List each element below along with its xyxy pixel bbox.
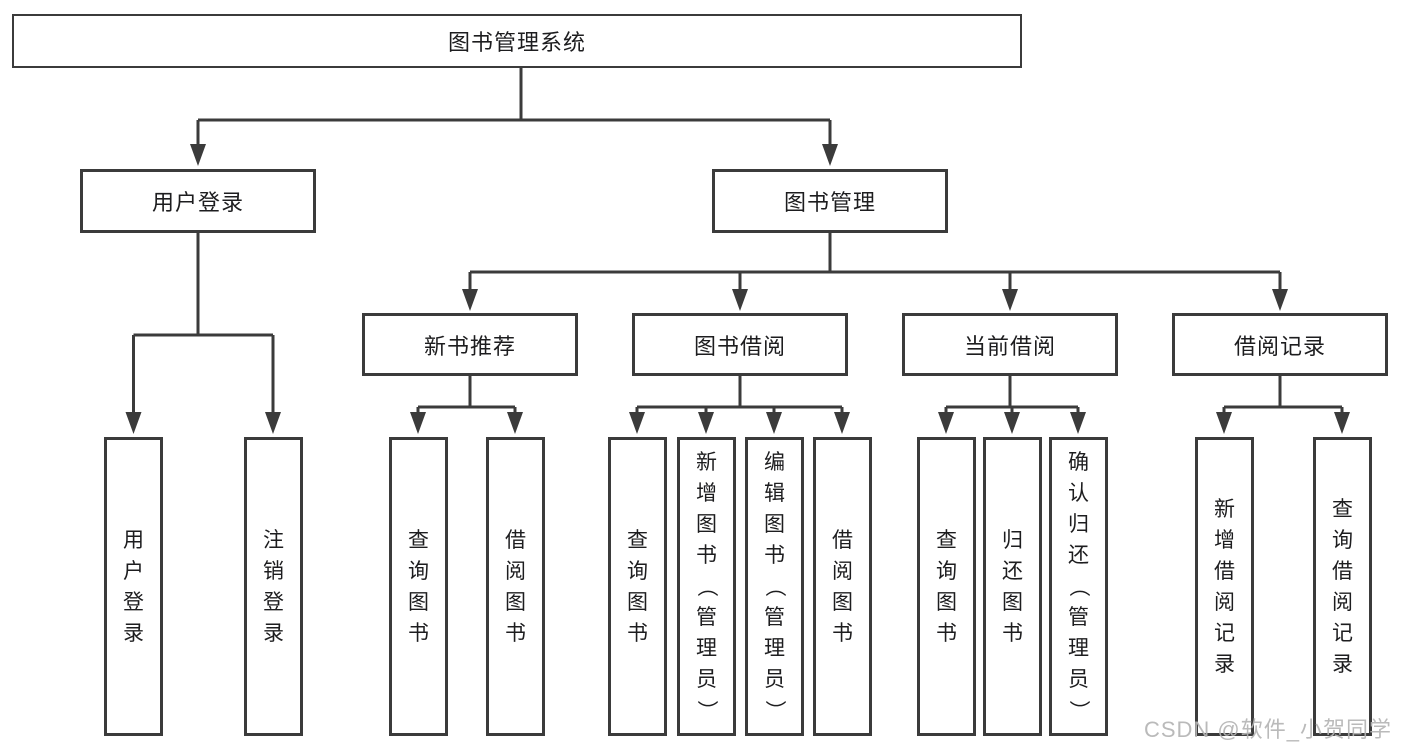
connector-new-books-fork	[416, 376, 517, 414]
node-label: 查询图书	[627, 528, 648, 645]
node-user-login-leaf: 用户登录	[104, 437, 163, 736]
node-logout-leaf: 注销登录	[244, 437, 303, 736]
node-label: 图书管理	[783, 190, 876, 215]
arrowheads-level3	[462, 289, 1288, 311]
connector-user-login-fork	[132, 233, 275, 414]
node-query-borrow-record: 查询借阅记录	[1313, 437, 1372, 736]
arrowheads-leaves	[125, 412, 1350, 434]
connector-book-borrow-fork	[635, 376, 844, 414]
node-label: 图书管理系统	[447, 30, 586, 55]
node-book-management-branch: 图书管理	[712, 169, 948, 233]
node-query-books-2: 查询图书	[608, 437, 667, 736]
node-label: 借阅图书	[832, 528, 853, 645]
node-library-management-system: 图书管理系统	[12, 14, 1022, 68]
node-label: 新书推荐	[423, 333, 516, 359]
node-label: 确认归还（管理员）	[1067, 451, 1090, 721]
node-confirm-return-admin: 确认归还（管理员）	[1049, 437, 1108, 736]
csdn-watermark: CSDN @软件_小贺同学	[1143, 717, 1392, 742]
node-new-book-recommend: 新书推荐	[362, 313, 578, 376]
node-edit-book-admin: 编辑图书（管理员）	[745, 437, 804, 736]
node-label: 新增借阅记录	[1214, 497, 1235, 676]
node-label: 查询图书	[936, 528, 957, 645]
node-borrow-books-1: 借阅图书	[486, 437, 545, 736]
node-query-books-1: 查询图书	[389, 437, 448, 736]
node-current-borrowing: 当前借阅	[902, 313, 1118, 376]
node-label: 借阅记录	[1233, 333, 1326, 359]
node-add-borrow-record: 新增借阅记录	[1195, 437, 1254, 736]
node-label: 新增图书（管理员）	[695, 451, 718, 721]
connector-root-stem	[196, 68, 832, 147]
node-borrowing-records: 借阅记录	[1172, 313, 1388, 376]
connector-borrow-records-fork	[1222, 376, 1344, 414]
node-label: 查询图书	[408, 528, 429, 645]
node-label: 用户登录	[151, 190, 244, 215]
node-label: 注销登录	[263, 528, 284, 645]
node-borrow-books-2: 借阅图书	[813, 437, 872, 736]
node-book-borrowing: 图书借阅	[632, 313, 848, 376]
node-label: 查询借阅记录	[1332, 497, 1353, 676]
node-return-book: 归还图书	[983, 437, 1042, 736]
node-label: 归还图书	[1002, 528, 1023, 645]
arrowheads-level2	[190, 144, 838, 166]
node-add-book-admin: 新增图书（管理员）	[677, 437, 736, 736]
node-label: 借阅图书	[505, 528, 526, 645]
node-label: 用户登录	[123, 528, 144, 645]
node-label: 图书借阅	[693, 333, 786, 359]
node-query-books-3: 查询图书	[917, 437, 976, 736]
node-label: 当前借阅	[963, 333, 1056, 359]
connector-current-borrow-fork	[944, 376, 1080, 414]
node-label: 编辑图书（管理员）	[763, 451, 786, 721]
node-user-login-branch: 用户登录	[80, 169, 316, 233]
connector-book-mgmt-fork	[468, 233, 1282, 292]
